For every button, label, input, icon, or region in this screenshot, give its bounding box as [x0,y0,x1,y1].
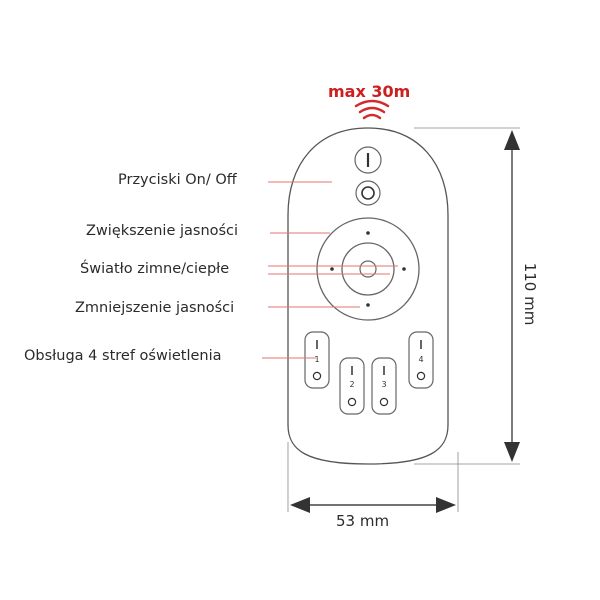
ring-button-icon[interactable] [355,180,381,206]
width-label: 53 mm [336,512,390,530]
zone-number-3: 3 [381,380,386,389]
control-wheel[interactable] [316,217,420,321]
label-zones: Obsługa 4 stref oświetlenia [24,348,222,364]
arrow-up-icon [504,130,520,150]
range-label: max 30m [328,82,411,101]
zone-button-1[interactable]: 1 [304,331,330,389]
zone-button-3[interactable]: 3 [371,357,397,415]
power-icon[interactable] [354,146,382,174]
zone-number-2: 2 [349,380,354,389]
wheel-right-dot [402,267,406,271]
wheel-bottom-dot [366,303,370,307]
height-dimension [414,127,520,465]
label-brightness-up: Zwiększenie jasności [86,223,239,239]
label-on-off: Przyciski On/ Off [118,172,237,188]
wifi-signal-icon [354,99,390,120]
wheel-left-dot [330,267,334,271]
arrow-right-icon [436,497,456,513]
arrow-left-icon [290,497,310,513]
label-cool-warm: Światło zimne/ciepłe [80,261,230,277]
height-label: 110 mm [521,262,539,326]
zone-button-4[interactable]: 4 [408,331,434,389]
zone-button-2[interactable]: 2 [339,357,365,415]
width-dimension [287,442,459,513]
label-brightness-down: Zmniejszenie jasności [75,300,235,316]
zone-number-4: 4 [418,355,423,364]
wheel-top-dot [366,231,370,235]
zone-number-1: 1 [314,355,319,364]
arrow-down-icon [504,442,520,462]
